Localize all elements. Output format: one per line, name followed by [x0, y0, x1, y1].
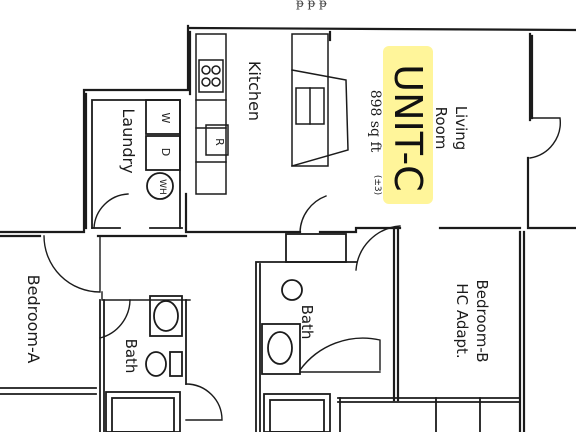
kitchen-label: Kitchen: [245, 60, 264, 122]
laundry-label: Laundry: [119, 108, 138, 174]
bath-a-label: Bath: [122, 338, 140, 374]
bath-b: [255, 233, 357, 432]
top-scribble: ᵽ ᵽ ᵽ: [296, 0, 327, 10]
closets: [0, 387, 521, 432]
water-heater-label: WH: [157, 179, 167, 195]
kitchen-island: [291, 33, 349, 167]
unit-highlight: [383, 46, 433, 204]
interior-walls: [0, 192, 526, 432]
refrigerator-label: R: [213, 138, 226, 146]
bedroom-a-label: Bedroom-A: [24, 274, 43, 364]
area-sqft: 898 sq ft: [367, 89, 383, 153]
door-swings: [43, 117, 561, 421]
exterior-walls: [0, 24, 576, 234]
kitchen-counter-left: [195, 33, 229, 195]
area-note: (±3): [372, 174, 382, 196]
bath-b-label: Bath: [298, 304, 316, 340]
bath-a: [99, 295, 187, 432]
living-room-label: Living Room: [432, 105, 470, 151]
bedroom-b-label: Bedroom-B HC Adapt.: [453, 279, 491, 363]
laundry-room: [91, 99, 183, 229]
dryer-label: D: [159, 147, 172, 157]
unit-label: UNIT-C: [386, 64, 430, 192]
washer-label: W: [159, 112, 172, 124]
